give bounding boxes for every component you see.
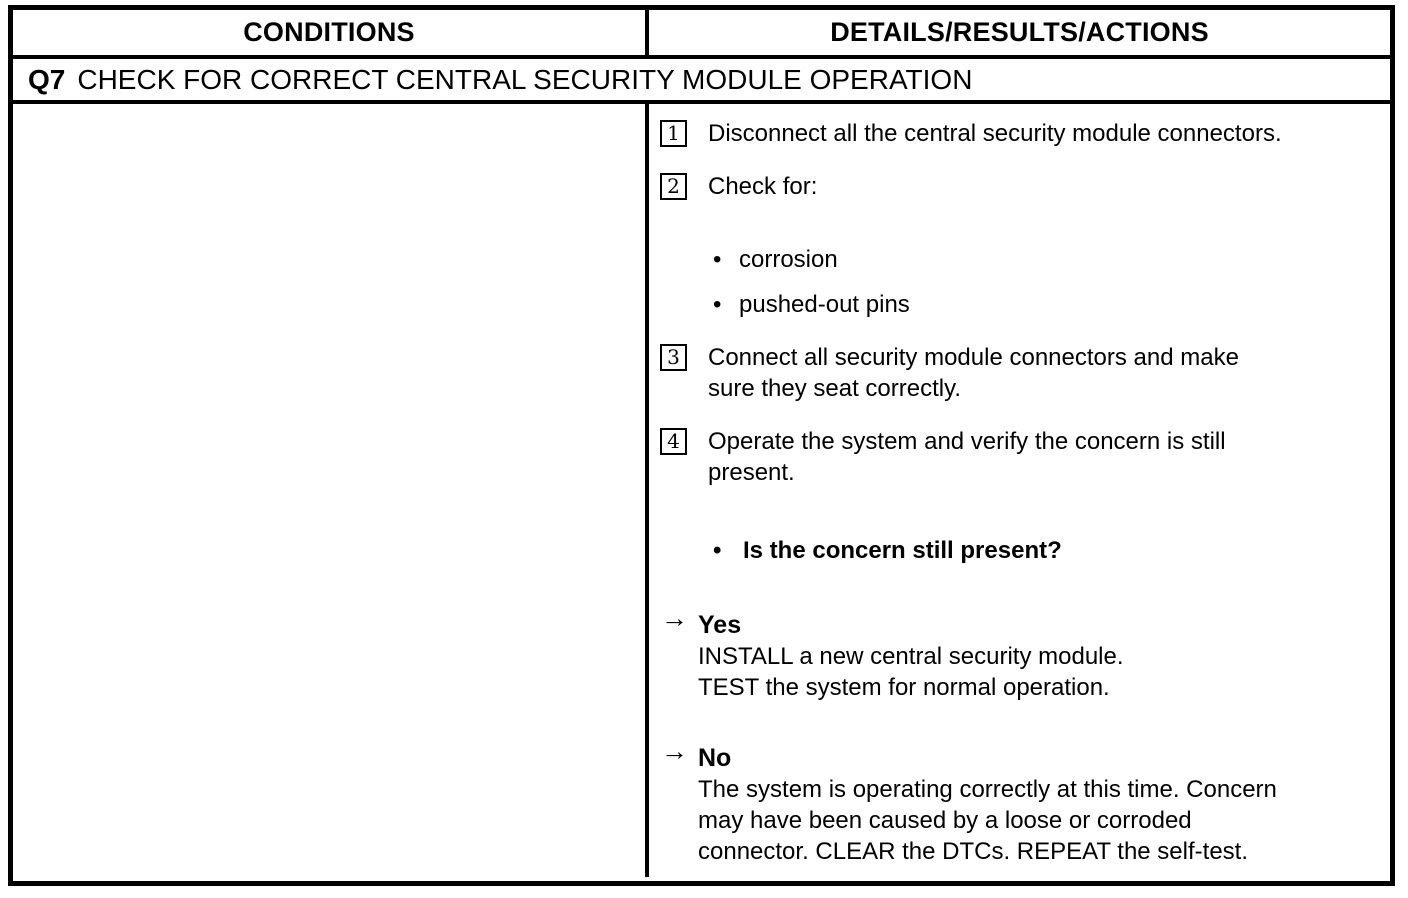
header-details-results-actions: DETAILS/RESULTS/ACTIONS xyxy=(830,17,1209,47)
result-yes-line-1: INSTALL a new central security module. xyxy=(698,643,1124,670)
bullet-icon: • xyxy=(713,246,722,273)
check-item-corrosion-text: corrosion xyxy=(739,246,838,273)
bullet-icon: • xyxy=(713,537,722,564)
step-4-text: Operate the system and verify the concer… xyxy=(708,426,1226,488)
step-1-number-box: 1 xyxy=(660,120,687,147)
step-3: 3 Connect all security module connectors… xyxy=(660,342,1390,404)
decision-question-text: Is the concern still present? xyxy=(743,537,1062,564)
result-no-line-2: may have been caused by a loose or corro… xyxy=(698,807,1192,834)
question-title: CHECK FOR CORRECT CENTRAL SECURITY MODUL… xyxy=(77,63,973,95)
result-no-line-1: The system is operating correctly at thi… xyxy=(698,776,1277,803)
step-3-line-1: Connect all security module connectors a… xyxy=(708,344,1239,371)
table-body-row: 1 Disconnect all the central security mo… xyxy=(13,104,1390,877)
result-no-label: No xyxy=(698,744,732,772)
step-1-line-1: Disconnect all the central security modu… xyxy=(708,120,1282,147)
step-2-line-1: Check for: xyxy=(708,173,818,200)
step-2: 2 Check for: xyxy=(660,171,1390,202)
step-3-line-2: sure they seat correctly. xyxy=(708,375,961,402)
result-yes-line-2: TEST the system for normal operation. xyxy=(698,674,1110,701)
result-no: → No The system is operating correctly a… xyxy=(661,736,1390,867)
step-4: 4 Operate the system and verify the conc… xyxy=(660,426,1390,488)
arrow-right-icon: → xyxy=(661,736,688,766)
header-conditions: CONDITIONS xyxy=(13,10,649,55)
result-yes: → Yes INSTALL a new central security mod… xyxy=(661,603,1390,703)
pinpoint-test-table: CONDITIONS DETAILS/RESULTS/ACTIONS Q7 CH… xyxy=(8,5,1395,886)
conditions-cell xyxy=(13,104,649,877)
step-2-text: Check for: xyxy=(708,171,817,202)
question-id: Q7 xyxy=(28,63,66,95)
table-header-row: CONDITIONS DETAILS/RESULTS/ACTIONS xyxy=(13,10,1390,59)
step-3-number-box: 3 xyxy=(660,344,687,371)
arrow-right-icon: → xyxy=(661,603,688,633)
decision-question: • Is the concern still present? xyxy=(713,535,1390,566)
check-item-pushed-out-pins: • pushed-out pins xyxy=(713,289,1390,320)
check-item-corrosion: • corrosion xyxy=(713,244,1390,275)
step-4-line-2: present. xyxy=(708,459,795,486)
step-4-number-box: 4 xyxy=(660,428,687,455)
result-yes-label: Yes xyxy=(698,611,742,639)
details-cell: 1 Disconnect all the central security mo… xyxy=(649,104,1390,877)
step-3-text: Connect all security module connectors a… xyxy=(708,342,1239,404)
step-4-line-1: Operate the system and verify the concer… xyxy=(708,428,1226,455)
bullet-icon: • xyxy=(713,291,722,318)
question-row: Q7 CHECK FOR CORRECT CENTRAL SECURITY MO… xyxy=(13,59,1390,104)
step-2-number-box: 2 xyxy=(660,173,687,200)
check-item-pins-text: pushed-out pins xyxy=(739,291,910,318)
step-1-text: Disconnect all the central security modu… xyxy=(708,118,1282,149)
result-no-line-3: connector. CLEAR the DTCs. REPEAT the se… xyxy=(698,838,1248,865)
step-1: 1 Disconnect all the central security mo… xyxy=(660,118,1390,149)
